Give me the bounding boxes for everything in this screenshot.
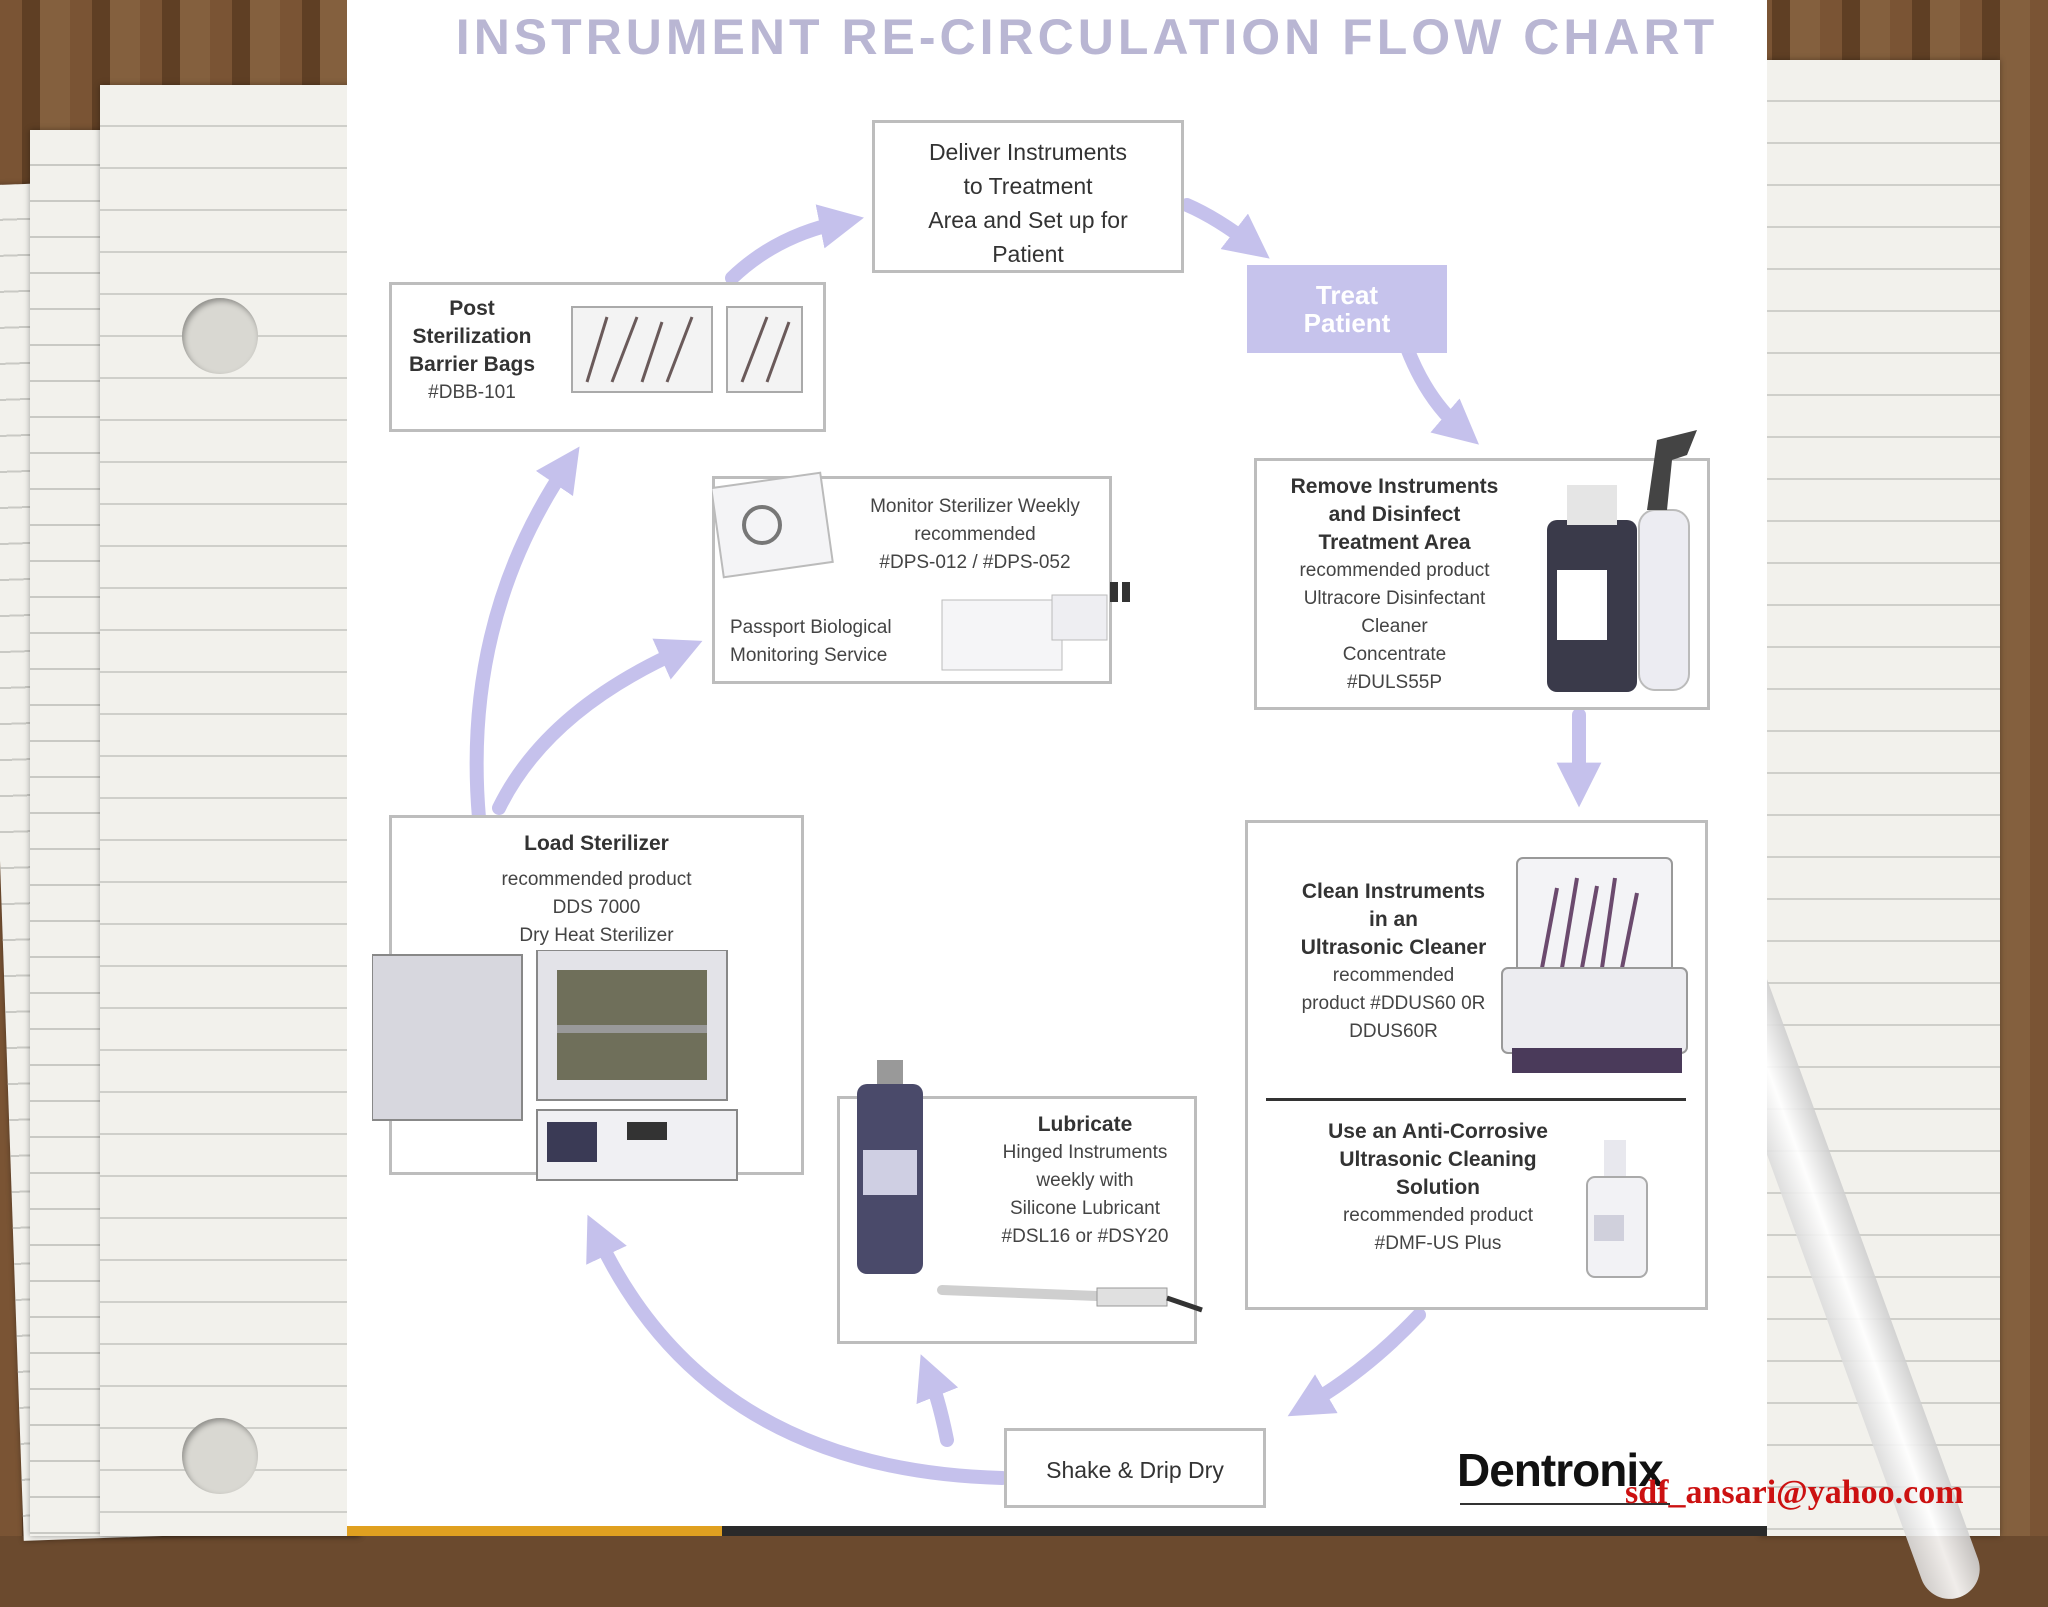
arrow-deliver-to-treat — [1180, 198, 1270, 259]
remove-detail-line: Concentrate — [1342, 644, 1447, 665]
anticorrosive-detail-line: #DMF-US Plus — [1374, 1233, 1502, 1254]
clean-title-line: Clean Instruments — [1301, 880, 1486, 903]
load-detail-line: recommended product — [501, 869, 692, 890]
anticorrosive-detail-line: recommended product — [1342, 1205, 1534, 1226]
step-treat-patient: Treat Patient — [1247, 265, 1447, 353]
step-anti-corrosive-solution: Use an Anti-Corrosive Ultrasonic Cleanin… — [1268, 1118, 1608, 1258]
arrow-post-to-deliver — [725, 204, 864, 285]
post-detail: #DBB-101 — [428, 382, 516, 403]
lubricate-detail-line: Hinged Instruments — [1002, 1142, 1168, 1163]
arrow-treat-to-remove — [1400, 341, 1480, 445]
anticorrosive-title-line: Solution — [1396, 1176, 1480, 1199]
step-deliver-instruments: Deliver Instruments to Treatment Area an… — [872, 120, 1184, 273]
load-title: Load Sterilizer — [524, 832, 669, 855]
remove-detail-line: Cleaner — [1361, 616, 1428, 637]
brand-logo: Dentronix — [1457, 1444, 1664, 1496]
solution-bottle-image — [1586, 1140, 1648, 1278]
binder-hole — [182, 298, 258, 374]
brand-logo-rule — [1460, 1503, 1670, 1505]
post-title-line: Barrier Bags — [408, 353, 536, 376]
ultrasonic-cleaner-image — [1501, 857, 1688, 1073]
syringe-image — [937, 1285, 1203, 1313]
load-detail-line: DDS 7000 — [552, 897, 641, 918]
remove-detail-line: recommended product — [1299, 560, 1490, 581]
arrow-load-to-post — [469, 446, 580, 825]
section-divider — [1266, 1098, 1686, 1101]
biological-monitor-kit-image — [712, 471, 1130, 671]
clean-detail-line: product #DDUS60 0R — [1301, 993, 1486, 1014]
binder-hole — [182, 1418, 258, 1494]
treat-line: Patient — [1303, 308, 1391, 338]
step-shake-drip-dry: Shake & Drip Dry — [1004, 1428, 1266, 1508]
lubricate-detail-line: Silicone Lubricant — [1010, 1198, 1160, 1219]
monitor-line: #DPS-012 / #DPS-052 — [879, 552, 1071, 573]
monitor-service-line: Monitoring Service — [730, 645, 888, 666]
deliver-line: Deliver Instruments — [928, 139, 1128, 165]
monitor-service-line: Passport Biological — [730, 617, 892, 638]
flow-chart-sheet: INSTRUMENT RE-CIRCULATION FLOW CHART Del… — [347, 0, 1767, 1536]
lubricant-can-image — [857, 1060, 923, 1274]
barrier-bags-image — [571, 306, 803, 393]
treat-line: Treat — [1315, 280, 1379, 310]
notebook-paper-right — [1760, 60, 2000, 1536]
clean-title-line: in an — [1368, 908, 1418, 931]
remove-title-line: and Disinfect — [1328, 503, 1461, 526]
post-title-line: Post — [449, 297, 495, 320]
anticorrosive-title-line: Use an Anti-Corrosive — [1328, 1120, 1548, 1143]
deliver-line: to Treatment — [963, 173, 1093, 199]
lubricate-detail-line: weekly with — [1036, 1170, 1134, 1191]
remove-detail-line: #DULS55P — [1346, 672, 1443, 693]
clean-detail-line: recommended — [1332, 965, 1455, 986]
cycle-arrows — [469, 198, 1602, 1485]
author-email: sdf_ansari@yahoo.com — [1625, 1474, 1964, 1511]
post-title-line: Sterilization — [412, 325, 532, 348]
anticorrosive-title-line: Ultrasonic Cleaning — [1339, 1148, 1537, 1171]
arrow-load-to-monitor — [492, 638, 703, 815]
deliver-line: Area and Set up for — [928, 207, 1128, 233]
clean-detail-line: DDUS60R — [1349, 1021, 1438, 1042]
sheet-bottom-strip — [347, 1526, 1767, 1536]
chart-title: INSTRUMENT RE-CIRCULATION FLOW CHART — [455, 9, 1719, 65]
deliver-line: Patient — [992, 241, 1064, 267]
load-detail-line: Dry Heat Sterilizer — [519, 925, 674, 946]
arrow-clean-to-shake — [1287, 1308, 1426, 1417]
clean-title-line: Ultrasonic Cleaner — [1300, 936, 1487, 959]
arrow-shake-to-lubricate — [916, 1354, 959, 1447]
remove-detail-line: Ultracore Disinfectant — [1303, 588, 1486, 609]
arrow-shake-to-load — [586, 1214, 1009, 1485]
disinfectant-bottles-image — [1547, 430, 1697, 692]
shake-label: Shake & Drip Dry — [1046, 1457, 1224, 1483]
remove-title-line: Treatment Area — [1318, 531, 1471, 554]
lubricate-title: Lubricate — [1037, 1113, 1133, 1136]
monitor-line: recommended — [914, 524, 1036, 545]
monitor-line: Monitor Sterilizer Weekly — [870, 496, 1080, 517]
lubricate-detail-line: #DSL16 or #DSY20 — [1001, 1226, 1169, 1247]
remove-title-line: Remove Instruments — [1290, 475, 1499, 498]
dry-heat-sterilizer-image — [372, 950, 738, 1181]
